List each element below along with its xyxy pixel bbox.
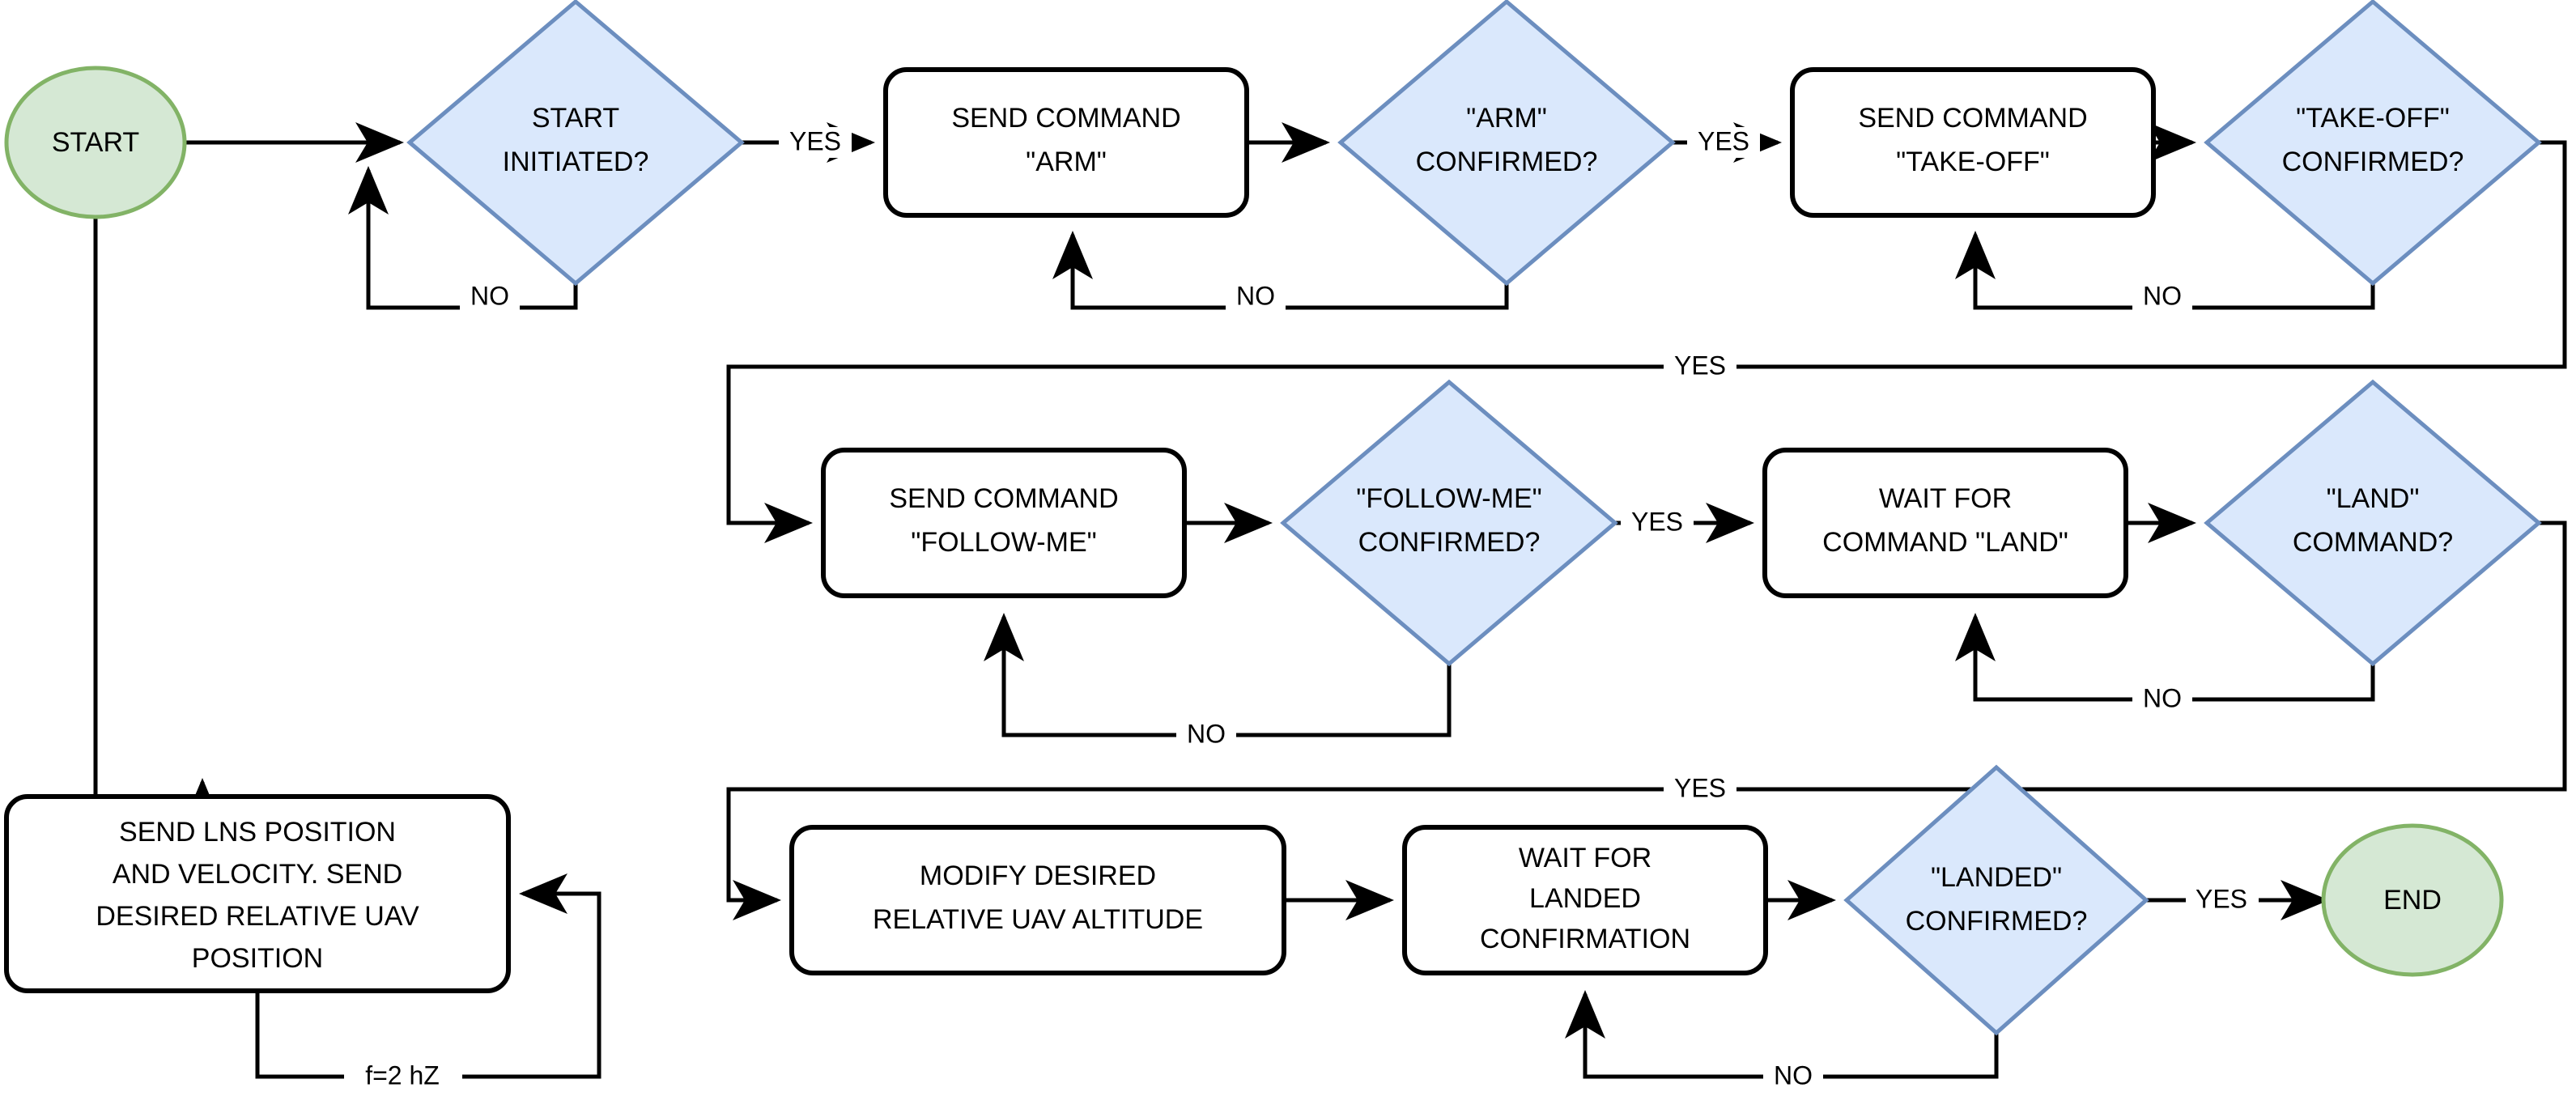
node-wait-landed-confirmation[interactable]: WAIT FOR LANDED CONFIRMATION bbox=[1402, 825, 1768, 975]
edge-start-to-send-lns bbox=[93, 215, 223, 826]
edge-send-lns-self-loop bbox=[255, 873, 601, 1079]
node-send-followme-line1: SEND COMMAND bbox=[889, 483, 1118, 514]
node-modify-alt-line2: RELATIVE UAV ALTITUDE bbox=[873, 904, 1203, 935]
edge-label-text: NO bbox=[1236, 281, 1275, 310]
node-send-lns-position[interactable]: SEND LNS POSITION AND VELOCITY. SEND DES… bbox=[4, 794, 511, 993]
node-wait-landed-line2: LANDED bbox=[1529, 883, 1641, 914]
edge-label-followme-confirmed-yes: YES bbox=[1621, 507, 1694, 538]
node-send-lns-line3: DESIRED RELATIVE UAV bbox=[96, 901, 419, 932]
edge-label-land-command-yes: YES bbox=[1664, 773, 1736, 805]
edge-label-text: YES bbox=[1631, 507, 1683, 536]
node-start-initiated-line2: INITIATED? bbox=[503, 147, 649, 177]
node-wait-land-line1: WAIT FOR bbox=[1879, 483, 2012, 514]
node-send-command-takeoff[interactable]: SEND COMMAND "TAKE-OFF" bbox=[1790, 67, 2156, 218]
node-arm-confirmed-decision[interactable]: "ARM" CONFIRMED? bbox=[1337, 0, 1676, 287]
node-modify-alt-line1: MODIFY DESIRED bbox=[920, 860, 1156, 891]
node-start-label: START bbox=[52, 127, 139, 158]
node-arm-confirmed-line1: "ARM" bbox=[1466, 103, 1547, 134]
node-landed-confirmed-line1: "LANDED" bbox=[1931, 862, 2062, 893]
node-send-followme-line2: "FOLLOW-ME" bbox=[911, 527, 1096, 558]
node-takeoff-confirmed-line2: CONFIRMED? bbox=[2282, 147, 2464, 177]
edge-label-start-initiated-yes: YES bbox=[779, 126, 852, 158]
node-start-initiated-decision[interactable]: START INITIATED? bbox=[406, 0, 745, 287]
edge-label-text: YES bbox=[1674, 773, 1726, 802]
node-send-arm-line2: "ARM" bbox=[1026, 147, 1107, 177]
node-takeoff-confirmed-decision[interactable]: "TAKE-OFF" CONFIRMED? bbox=[2204, 0, 2542, 287]
edge-arm-confirmed-no-loop bbox=[1052, 231, 1509, 310]
edge-label-text: YES bbox=[2196, 884, 2247, 913]
node-start[interactable]: START bbox=[4, 66, 187, 219]
node-send-lns-line2: AND VELOCITY. SEND bbox=[113, 859, 402, 890]
edge-label-text: NO bbox=[470, 281, 509, 310]
edge-label-send-lns-frequency: f=2 hZ bbox=[344, 1060, 462, 1092]
edge-label-text: NO bbox=[1187, 719, 1226, 748]
node-wait-land-line2: COMMAND "LAND" bbox=[1822, 527, 2068, 558]
edge-label-start-initiated-no: NO bbox=[460, 281, 520, 312]
node-land-command-decision[interactable]: "LAND" COMMAND? bbox=[2204, 379, 2542, 667]
node-land-command-line2: COMMAND? bbox=[2293, 527, 2453, 558]
node-start-initiated-line1: START bbox=[532, 103, 619, 134]
node-arm-confirmed-line2: CONFIRMED? bbox=[1416, 147, 1598, 177]
node-send-command-followme[interactable]: SEND COMMAND "FOLLOW-ME" bbox=[821, 448, 1187, 598]
edge-label-arm-confirmed-yes: YES bbox=[1687, 126, 1760, 158]
edge-label-takeoff-confirmed-yes: YES bbox=[1664, 351, 1736, 382]
node-send-arm-line1: SEND COMMAND bbox=[951, 103, 1180, 134]
edge-label-followme-confirmed-no: NO bbox=[1176, 719, 1236, 750]
node-end-label: END bbox=[2383, 885, 2442, 916]
edge-label-text: YES bbox=[1698, 126, 1749, 155]
edge-followme-confirmed-no-loop bbox=[984, 613, 1452, 737]
edge-land-command-yes-wrap bbox=[726, 521, 2567, 920]
edge-label-text: NO bbox=[2143, 281, 2182, 310]
edge-label-landed-confirmed-no: NO bbox=[1763, 1060, 1823, 1092]
node-send-command-arm[interactable]: SEND COMMAND "ARM" bbox=[883, 67, 1249, 218]
node-send-takeoff-line2: "TAKE-OFF" bbox=[1896, 147, 2050, 177]
node-landed-confirmed-decision[interactable]: "LANDED" CONFIRMED? bbox=[1843, 764, 2149, 1036]
nodes-layer: START START INITIATED? SEND COMMAND "ARM… bbox=[4, 0, 2542, 1036]
edge-label-arm-confirmed-no: NO bbox=[1226, 281, 1286, 312]
node-modify-desired-altitude[interactable]: MODIFY DESIRED RELATIVE UAV ALTITUDE bbox=[789, 825, 1286, 975]
node-landed-confirmed-line2: CONFIRMED? bbox=[1906, 906, 2088, 937]
node-send-lns-line1: SEND LNS POSITION bbox=[119, 817, 396, 848]
edge-labels-layer: NO YES NO YES NO YES NO YES bbox=[344, 126, 2259, 1092]
node-send-lns-line4: POSITION bbox=[192, 943, 323, 974]
edge-label-land-command-no: NO bbox=[2132, 683, 2192, 715]
node-followme-confirmed-decision[interactable]: "FOLLOW-ME" CONFIRMED? bbox=[1280, 379, 1618, 667]
node-land-command-line1: "LAND" bbox=[2327, 483, 2420, 514]
edge-label-text: YES bbox=[1674, 351, 1726, 380]
node-followme-confirmed-line1: "FOLLOW-ME" bbox=[1356, 483, 1541, 514]
node-wait-for-command-land[interactable]: WAIT FOR COMMAND "LAND" bbox=[1762, 448, 2128, 598]
edge-label-text: f=2 hZ bbox=[365, 1060, 440, 1090]
node-wait-landed-line1: WAIT FOR bbox=[1519, 843, 1651, 873]
node-followme-confirmed-line2: CONFIRMED? bbox=[1358, 527, 1541, 558]
edge-label-text: NO bbox=[1774, 1060, 1813, 1090]
edge-label-takeoff-confirmed-no: NO bbox=[2132, 281, 2192, 312]
edge-label-text: NO bbox=[2143, 683, 2182, 712]
node-takeoff-confirmed-line1: "TAKE-OFF" bbox=[2296, 103, 2450, 134]
node-send-takeoff-line1: SEND COMMAND bbox=[1858, 103, 2087, 134]
edge-label-text: YES bbox=[789, 126, 841, 155]
node-end[interactable]: END bbox=[2321, 823, 2504, 977]
edge-label-landed-confirmed-yes: YES bbox=[2186, 884, 2259, 916]
node-wait-landed-line3: CONFIRMATION bbox=[1480, 924, 1690, 954]
edge-takeoff-confirmed-yes-wrap bbox=[726, 140, 2567, 543]
